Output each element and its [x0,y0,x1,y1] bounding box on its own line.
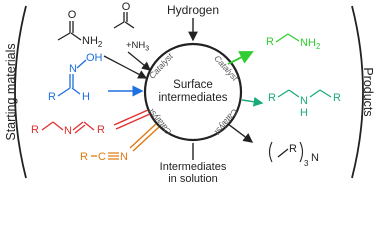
tertiary-amine-open-paren [268,141,273,163]
primary-amine-structure [275,33,300,43]
imine-nitrogen: N [64,125,72,137]
surface-label-line1: Surface [173,79,213,91]
nitrile-carbon: C [98,151,106,163]
amide-structure [57,21,82,41]
arrow-secondary-amine-out [241,96,264,107]
oxime-h: H [82,91,90,103]
nitrile-nitrogen: N [120,151,128,163]
oxime-oh: OH [86,52,103,64]
right-bracket [351,5,364,179]
tertiary-amine-subscript: 3 [304,159,309,168]
secondary-amine-n: N [300,95,308,107]
tertiary-amine-close-paren [299,141,304,163]
amide-nh2: NH2 [82,35,103,49]
left-bracket [14,5,27,179]
starting-materials-label: Starting materials [4,43,18,140]
arrow-imine-in [113,109,149,126]
arrow-primary-amine-out [227,51,254,65]
amide-oxygen: O [68,9,77,21]
arrow-nitrile-in [129,123,157,149]
tertiary-amine-n: N [311,152,319,164]
nitrile-triple-bond [108,152,119,160]
imine-r1: R [31,124,39,136]
nh3-label: +NH3 [126,40,149,53]
oxime-r: R [48,91,56,103]
primary-amine-r: R [266,36,274,48]
tertiary-amine-bond [277,148,289,158]
reaction-scheme: Starting materials Products O NH2 O N OH… [4,1,375,185]
arrow-tertiary-amine-out [227,123,254,143]
secondary-amine-h: H [300,107,308,119]
catalyst-circle [143,42,243,142]
solution-label-line2: in solution [168,173,218,185]
imine-structure [41,121,95,134]
oxime-nitrogen: N [69,63,77,75]
arrow-nitrile-in-2 [132,126,160,152]
secondary-amine-structure [277,89,332,98]
solution-label-line1: Intermediates [160,161,227,173]
imine-r2: R [97,124,105,136]
aldehyde-structure [113,12,135,29]
nitrile-r: R [80,151,88,163]
arrow-amide-in [103,55,148,79]
secondary-amine-r2: R [333,92,341,104]
scheme-svg: Starting materials Products O NH2 O N OH… [4,1,375,185]
arrow-imine-in-2 [115,113,151,130]
hydrogen-label: Hydrogen [167,3,219,17]
oxime-structure [57,59,87,97]
secondary-amine-r1: R [268,92,276,104]
surface-label-line2: intermediates [158,92,227,104]
arrow-aldehyde-in [127,51,152,71]
primary-amine-nh2: NH2 [300,37,321,51]
tertiary-amine-r: R [289,143,297,155]
aldehyde-oxygen: O [122,1,131,13]
products-label: Products [361,67,375,116]
